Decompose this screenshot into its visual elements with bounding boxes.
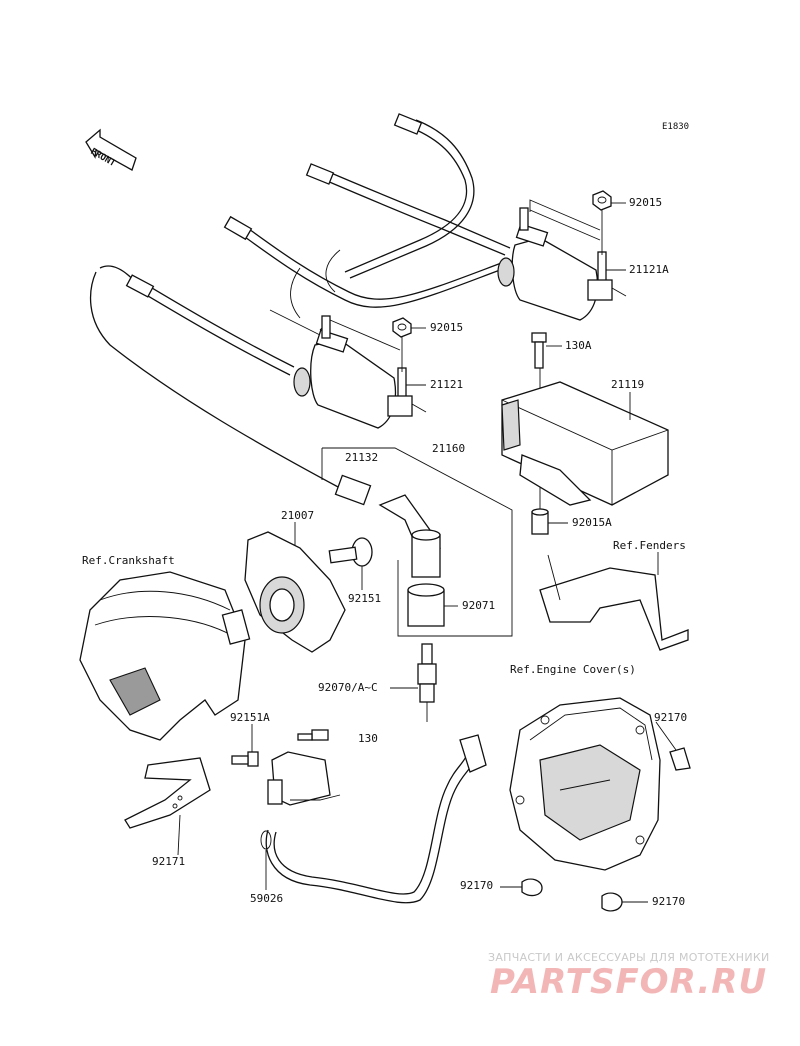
part-label-21121: 21121 [430,378,464,391]
ref-engine-cover-label: Ref.Engine Cover(s) [510,663,636,676]
watermark-tagline: ЗАПЧАСТИ И АКСЕССУАРЫ ДЛЯ МОТОТЕХНИКИ [488,951,770,964]
bracket-92171 [124,757,211,829]
clamp-92170-bottom-right [601,892,623,912]
fender-bracket [539,554,689,651]
ignition-coil-lower [293,315,427,429]
front-arrow-icon [85,128,137,171]
part-label-130: 130 [358,732,378,745]
harness-59026 [260,734,487,904]
ignition-coil-upper [497,207,627,321]
leader-lines [177,202,677,903]
part-label-59026: 59026 [250,892,284,905]
part-label-21160: 21160 [432,442,466,455]
nut-92015-mid [392,317,412,338]
igniter-21119 [501,381,669,506]
spark-plug [417,643,437,722]
bolt-92151 [328,537,373,567]
collar-92015a [531,508,549,535]
part-label-130a: 130A [565,339,592,352]
bolt-92151a [231,751,259,767]
part-label-92170-right: 92170 [654,711,688,724]
part-label-92170-bottom-left: 92170 [460,879,494,892]
part-label-92151: 92151 [348,592,382,605]
part-label-21007: 21007 [281,509,315,522]
ref-crankshaft-label: Ref.Crankshaft [82,554,175,567]
nut-92015-top [592,190,612,211]
clamp-92170-bottom-left [521,878,543,897]
ref-fenders-label: Ref.Fenders [613,539,686,552]
part-label-21119: 21119 [611,378,645,391]
part-label-21132: 21132 [345,451,379,464]
part-label-92071: 92071 [462,599,496,612]
part-label-92015-top: 92015 [629,196,663,209]
plug-cap-parts [334,474,445,627]
rotor-21007 [244,531,346,653]
part-label-92015a: 92015A [572,516,612,529]
part-label-21121a: 21121A [629,263,669,276]
part-label-92015-mid: 92015 [430,321,464,334]
part-label-92151a: 92151A [230,711,270,724]
pickup-coil [267,729,341,806]
lead-ends [125,113,423,298]
crankshaft [79,571,251,741]
engine-cover [509,697,661,871]
watermark-brand: PARTSFOR.RU [490,962,768,1002]
part-label-92171: 92171 [152,855,186,868]
part-label-92070: 92070/A~C [318,681,378,694]
part-label-92170-bottom-right: 92170 [652,895,686,908]
diagram-code: E1830 [662,122,690,132]
plug-cap-group-frame [321,447,513,637]
clamp-92170-right [669,747,691,771]
